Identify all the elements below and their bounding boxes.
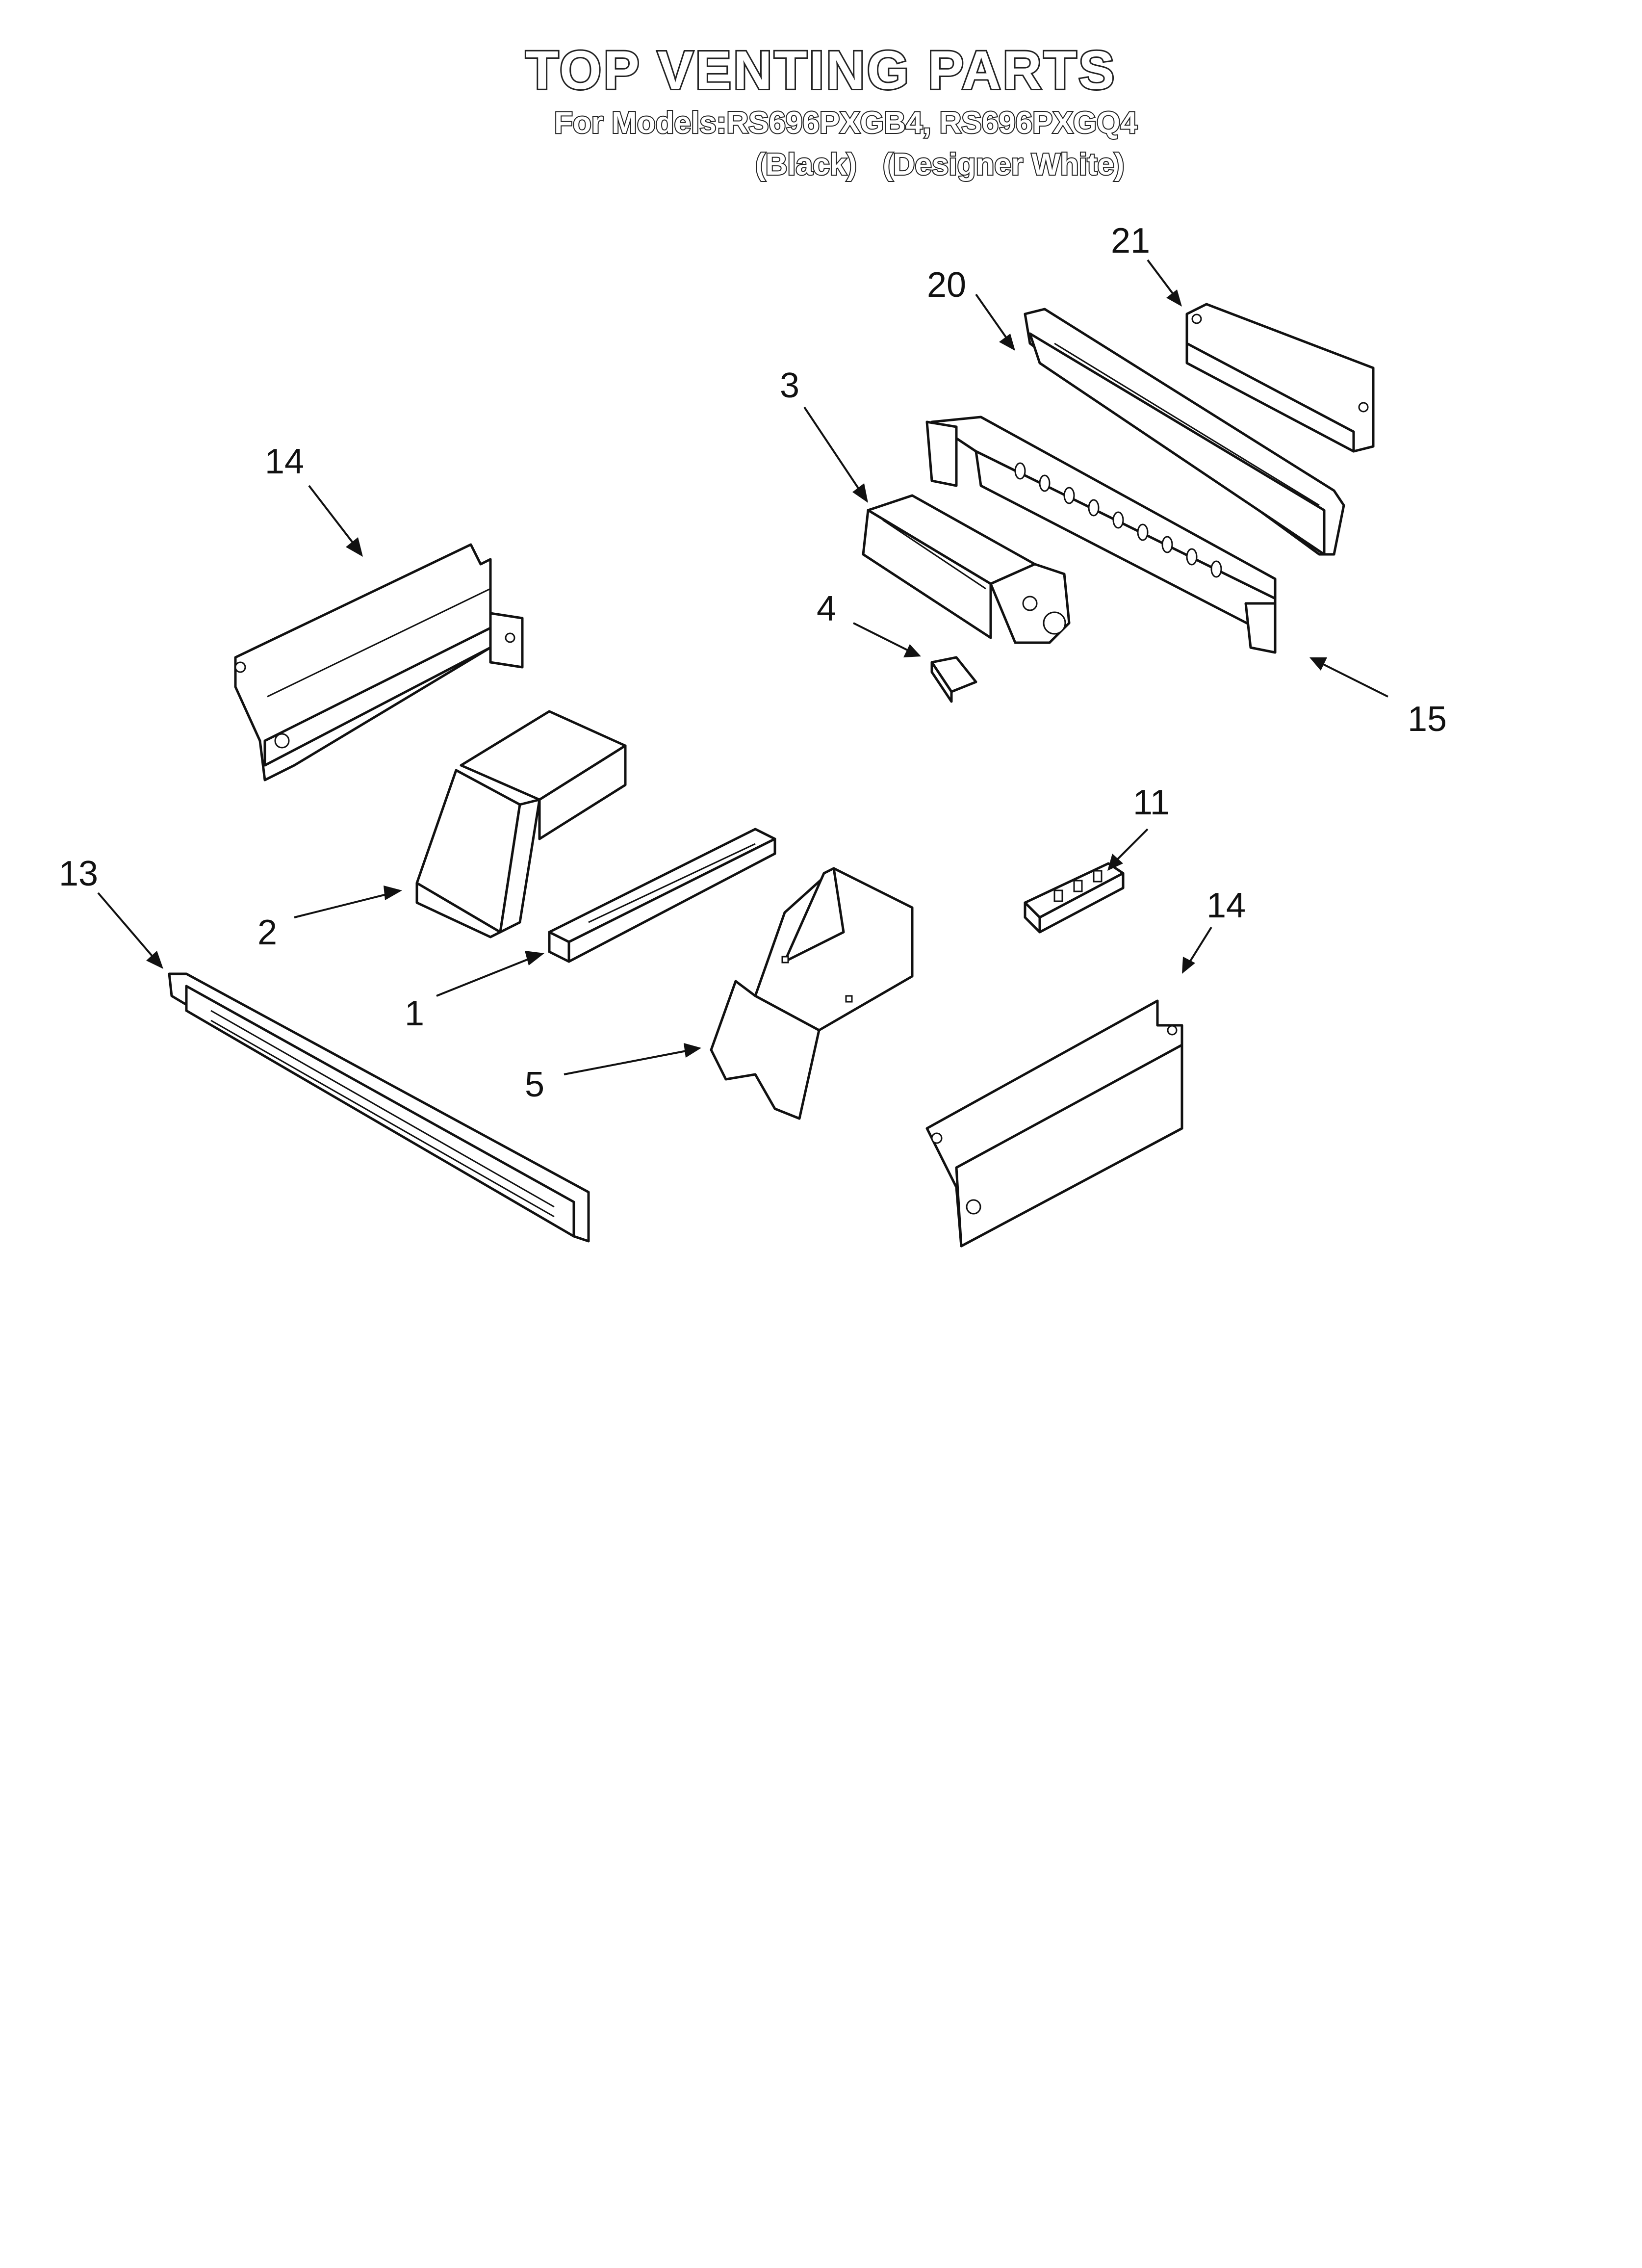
callout-14-lower: 14 <box>1206 886 1246 925</box>
callout-1: 1 <box>405 994 424 1033</box>
callout-20: 20 <box>927 265 966 305</box>
callout-5: 5 <box>525 1065 544 1104</box>
callout-14-upper: 14 <box>265 442 304 481</box>
variant-black: (Black) <box>754 147 858 182</box>
callout-15: 15 <box>1408 700 1447 739</box>
leader-lines <box>97 259 1388 1075</box>
callout-21: 21 <box>1111 221 1150 261</box>
callout-13: 13 <box>59 854 98 893</box>
variant-designer-white: (Designer White) <box>882 147 1126 182</box>
part-14-lower-bracket <box>925 999 1183 1248</box>
callout-11: 11 <box>1133 783 1170 822</box>
part-2-duct <box>415 710 627 938</box>
part-15-perforated-bracket <box>925 416 1277 654</box>
diagram-title: TOP VENTING PARTS <box>524 39 1117 102</box>
part-21-small-plate <box>1185 303 1375 453</box>
callout-3: 3 <box>780 366 799 405</box>
perforation-row <box>1014 462 1222 578</box>
part-20-top-plate <box>1024 308 1345 556</box>
part-4-connector <box>930 656 977 703</box>
part-5-shroud <box>710 867 914 1120</box>
callout-2: 2 <box>257 913 277 952</box>
part-13-long-rail <box>168 972 590 1243</box>
callout-labels: 1 2 3 4 5 11 13 14 14 15 20 21 <box>59 221 1447 1104</box>
callout-4: 4 <box>817 589 836 628</box>
part-1-strip <box>548 828 776 963</box>
models-line: For Models:RS696PXGB4, RS696PXGQ4 <box>553 105 1138 141</box>
part-3-blower-motor <box>862 494 1071 644</box>
part-14-upper-bracket <box>234 543 524 782</box>
part-11-terminal-block <box>1024 862 1125 934</box>
